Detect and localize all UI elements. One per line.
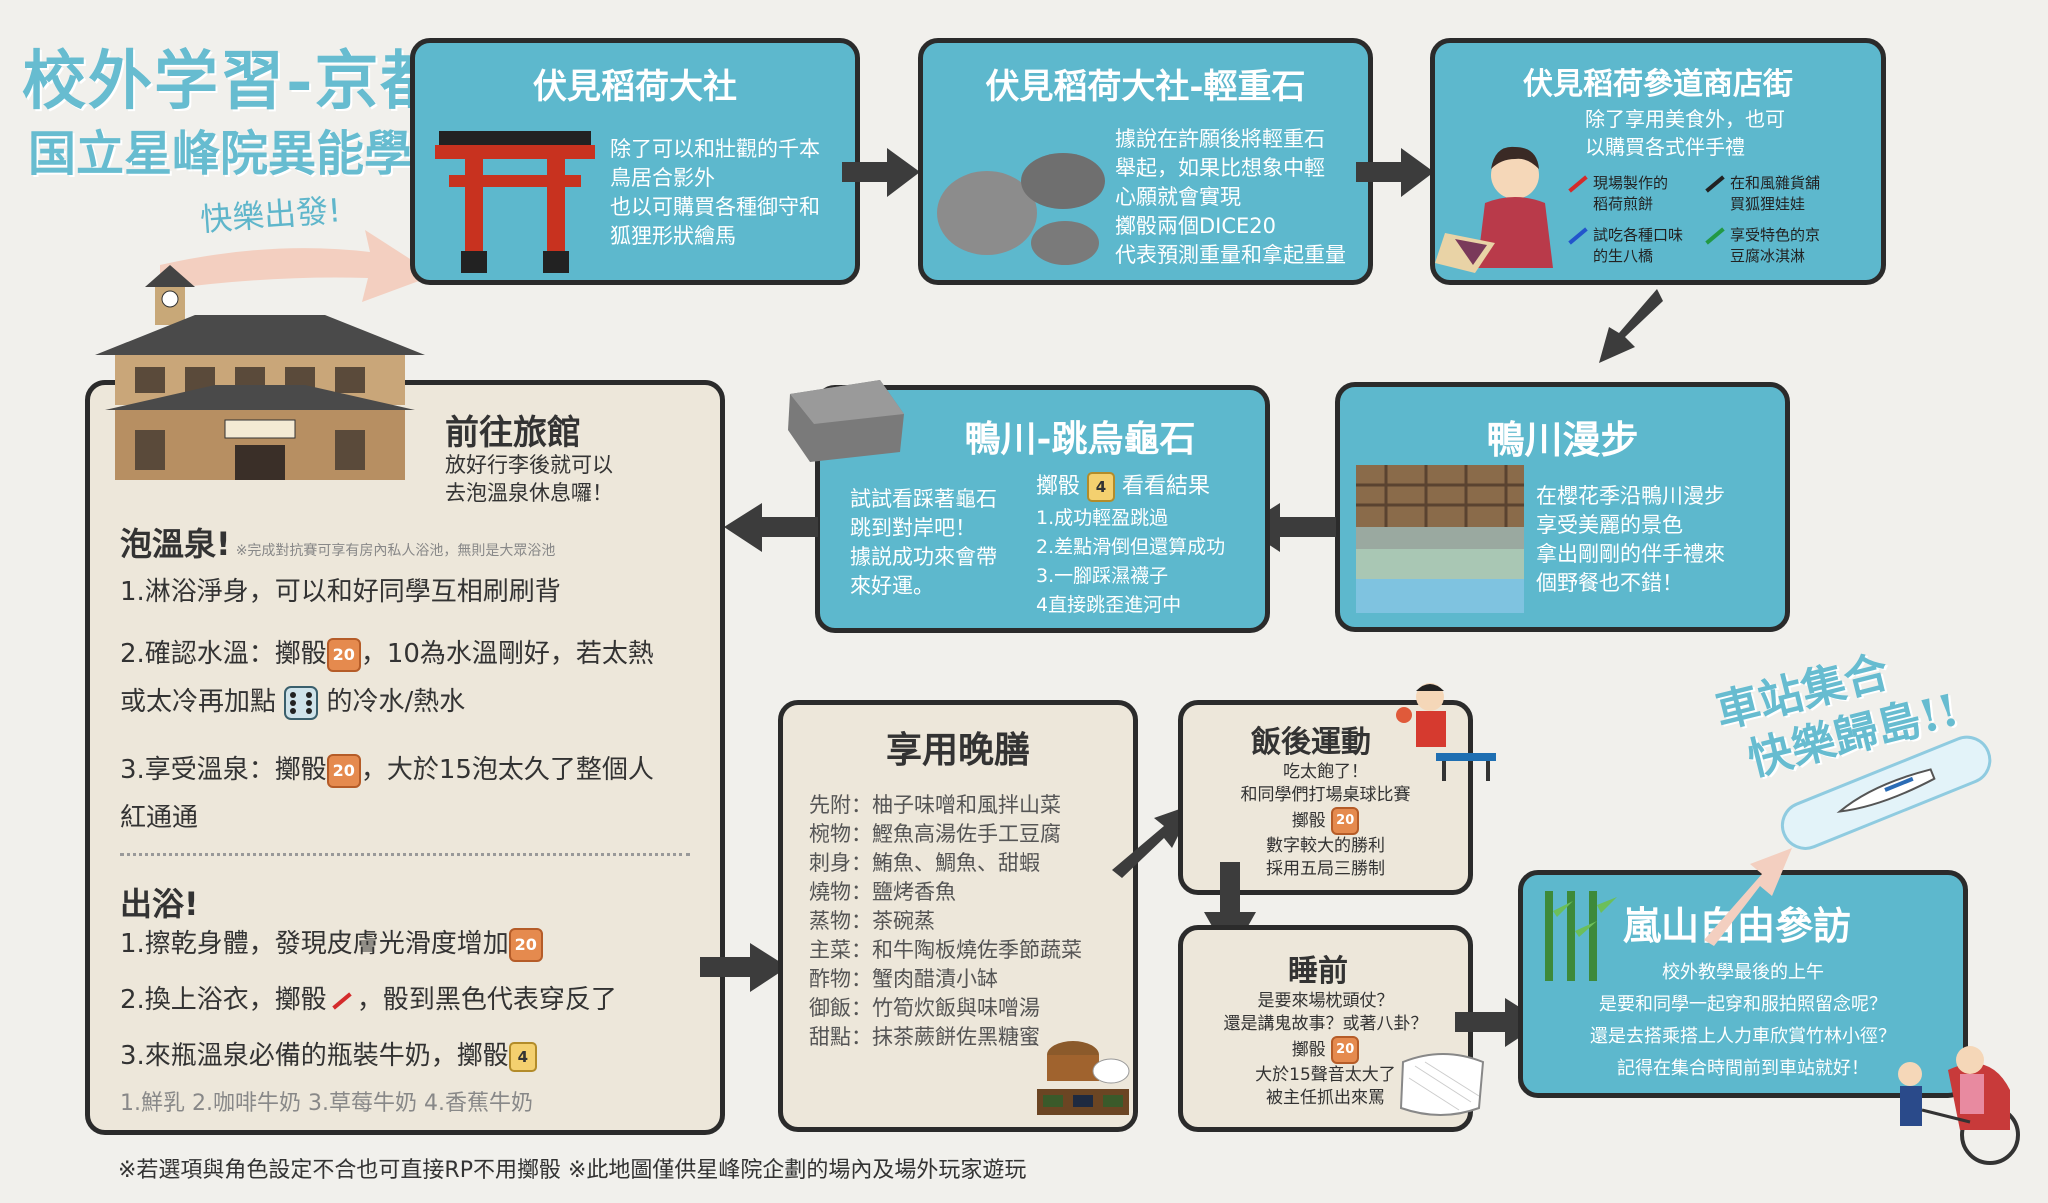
spot-description: 吃太飽了！ 和同學們打場桌球比賽 擲骰 20 數字較大的勝利 採用五局三勝制 — [1240, 762, 1411, 879]
dinner-menu: 先附：柚子味噌和風拌山菜 椀物：鰹魚高湯佐手工豆腐 刺身：鮪魚、鯛魚、甜蝦 燒物… — [809, 791, 1082, 1052]
spot-dinner: 享用晚膳 先附：柚子味噌和風拌山菜 椀物：鰹魚高湯佐手工豆腐 刺身：鮪魚、鯛魚、… — [778, 700, 1138, 1132]
pen-green-icon — [1705, 226, 1725, 245]
spot-description: 據說在許願後將輕重石 舉起，如果比想象中輕 心願就會實現 擲骰兩個DICE20 … — [1115, 127, 1346, 267]
onsen-step-3-cont: 紅通通 — [120, 803, 199, 833]
pen-black-icon — [1705, 174, 1725, 193]
food-set-icon — [1037, 1041, 1130, 1115]
d20-die-icon: 20 — [326, 753, 361, 788]
pen-red-icon — [332, 991, 352, 1010]
arrow-down-left-icon — [1599, 289, 1663, 363]
stone-block-icon — [788, 380, 904, 462]
bamboo-icon — [1545, 891, 1617, 981]
d20-die-icon: 20 — [1331, 1036, 1360, 1064]
stones-icon — [937, 153, 1105, 265]
spot-kamo-walk: 鴨川漫步 在櫻花季沿鴨川漫步 享受美麗的景色 拿出剛剛的伴手禮來 個野餐也不錯！ — [1335, 382, 1790, 632]
menu-item: 燒物：鹽烤香魚 — [809, 880, 956, 904]
shopkeeper-icon — [1435, 146, 1553, 273]
d4-die-icon: 4 — [508, 1041, 537, 1072]
spot-description: 除了享用美食外，也可 以購買各式伴手禮 — [1585, 107, 1785, 159]
arrow-up-right-icon — [1112, 804, 1194, 878]
pillow-icon — [1399, 1053, 1485, 1116]
spot-title: 前往旅館 — [445, 413, 581, 453]
spot-title: 睡前 — [1288, 954, 1348, 989]
menu-item: 酢物：蟹肉醋漬小缽 — [809, 967, 998, 991]
d20-die-icon: 20 — [1331, 807, 1360, 835]
spot-title: 飯後運動 — [1251, 725, 1371, 760]
rickshaw-icon — [1898, 1046, 2020, 1165]
spot-arashiyama: 嵐山自由參訪 校外教學最後的上午 是要和同學一起穿和服拍照留念呢？ 還是去搭乘搭… — [1518, 870, 1968, 1098]
bullet-train-icon — [1780, 735, 1992, 850]
spot-title: 伏見稻荷大社-輕重石 — [985, 67, 1306, 107]
d4-die-icon: 4 — [1087, 472, 1116, 502]
arrow-right-icon — [842, 148, 920, 197]
roll-instruction: 擲骰 4 看看結果 — [1036, 472, 1210, 502]
spot-title: 鴨川-跳烏龜石 — [964, 418, 1196, 460]
ryokan-building-icon — [95, 265, 425, 480]
arrow-right-icon — [700, 943, 788, 992]
spot-fushimi: 伏見稻荷大社 除了可以和壯觀的千本 鳥居合影外 也以可購買各種御守和 狐狸形狀繪… — [410, 38, 860, 285]
option-tofu-icecream: 享受特色的京 豆腐冰淇淋 — [1700, 225, 1820, 267]
roll-results: 1.成功輕盈跳過 2.差點滑倒但還算成功 3.一腳踩濕襪子 4直接跳歪進河中 — [1036, 507, 1226, 616]
spot-title: 伏見稻荷大社 — [533, 67, 737, 107]
divider — [120, 853, 690, 856]
arrow-up-right-icon — [1704, 848, 1792, 946]
menu-item: 主菜：和牛陶板燒佐季節蔬菜 — [809, 938, 1082, 962]
option-senbei: 現場製作的 稻荷煎餅 — [1563, 173, 1668, 215]
d6-die-icon — [284, 685, 319, 720]
onsen-step-2-cont: 或太冷再加點 的冷水/熱水 — [120, 681, 465, 720]
spot-title: 鴨川漫步 — [1486, 417, 1639, 462]
exit-step-2: 2.換上浴衣，擲骰，骰到黑色代表穿反了 — [120, 985, 617, 1015]
spot-kamo-turtle: 鴨川-跳烏龜石 試試看踩著龜石 跳到對岸吧！ 據説成功來會帶 來好運。 擲骰 4… — [788, 380, 1270, 633]
table-tennis-player-icon — [1396, 683, 1496, 781]
spot-description: 校外教學最後的上午 是要和同學一起穿和服拍照留念呢？ 還是去搭乘搭上人力車欣賞竹… — [1590, 962, 1896, 1079]
spot-ryokan: 前往旅館 放好行李後就可以 去泡溫泉休息囉！ 泡溫泉! ※完成對抗賽可享有房內私… — [85, 380, 725, 1135]
menu-item: 甜點：抹茶蕨餅佐黑糖蜜 — [809, 1025, 1040, 1049]
option-yatsuhashi: 試吃各種口味 的生八橋 — [1563, 225, 1683, 267]
spot-description: 是要來場枕頭仗？ 還是講鬼故事？或著八卦？ 擲骰 20 大於15聲音太大了 被主… — [1223, 991, 1428, 1108]
arrow-left-icon — [724, 503, 818, 552]
pen-blue-icon — [1568, 226, 1588, 245]
start-arrow-icon — [160, 230, 435, 302]
spot-description: 在櫻花季沿鴨川漫步 享受美麗的景色 拿出剛剛的伴手禮來 個野餐也不錯！ — [1536, 484, 1725, 595]
footer-note: ※若選項與角色設定不合也可直接RP不用擲骰 ※此地圖僅供星峰院企劃的場內及場外玩… — [118, 1158, 1027, 1183]
spot-title: 伏見稻荷參道商店街 — [1523, 67, 1793, 102]
torii-gate-icon — [435, 131, 595, 273]
menu-item: 先附：柚子味噌和風拌山菜 — [809, 793, 1061, 817]
d20-die-icon: 20 — [508, 927, 543, 962]
spot-description: 試試看踩著龜石 跳到對岸吧！ 據説成功來會帶 來好運。 — [850, 487, 997, 598]
spot-omokaru-stone: 伏見稻荷大社-輕重石 據說在許願後將輕重石 舉起，如果比想象中輕 心願就會實現 … — [918, 38, 1373, 285]
d20-die-icon: 20 — [326, 637, 361, 672]
menu-item: 蒸物：茶碗蒸 — [809, 909, 935, 933]
onsen-step-1: 1.淋浴淨身，可以和好同學互相刷刷背 — [120, 577, 561, 607]
arrow-right-icon — [1356, 148, 1434, 197]
spot-title: 享用晚膳 — [885, 729, 1030, 771]
page-subtitle: 国立星峰院異能學校 — [28, 126, 461, 182]
river-scene-icon — [1356, 465, 1524, 613]
spot-description: 放好行李後就可以 去泡溫泉休息囉！ — [445, 453, 613, 505]
menu-item: 椀物：鰹魚高湯佐手工豆腐 — [809, 822, 1061, 846]
menu-item: 刺身：鮪魚、鯛魚、甜蝦 — [809, 851, 1040, 875]
exit-heading: 出浴! — [120, 885, 199, 923]
spot-shopping-street: 伏見稻荷參道商店街 除了享用美食外，也可 以購買各式伴手禮 現場製作的 稻荷煎餅… — [1430, 38, 1886, 285]
option-fox-doll: 在和風雜貨舖 買狐狸娃娃 — [1700, 173, 1820, 215]
pen-red-icon — [1568, 174, 1588, 193]
spot-description: 除了可以和壯觀的千本 鳥居合影外 也以可購買各種御守和 狐狸形狀繪馬 — [610, 137, 820, 248]
menu-item: 御飯：竹筍炊飯與味噌湯 — [809, 996, 1040, 1020]
page-title: 校外学習-京都 — [22, 44, 447, 119]
milk-options: 1.鮮乳 2.咖啡牛奶 3.草莓牛奶 4.香蕉牛奶 — [120, 1091, 533, 1116]
onsen-heading: 泡溫泉! ※完成對抗賽可享有房內私人浴池，無則是大眾浴池 — [120, 525, 556, 563]
